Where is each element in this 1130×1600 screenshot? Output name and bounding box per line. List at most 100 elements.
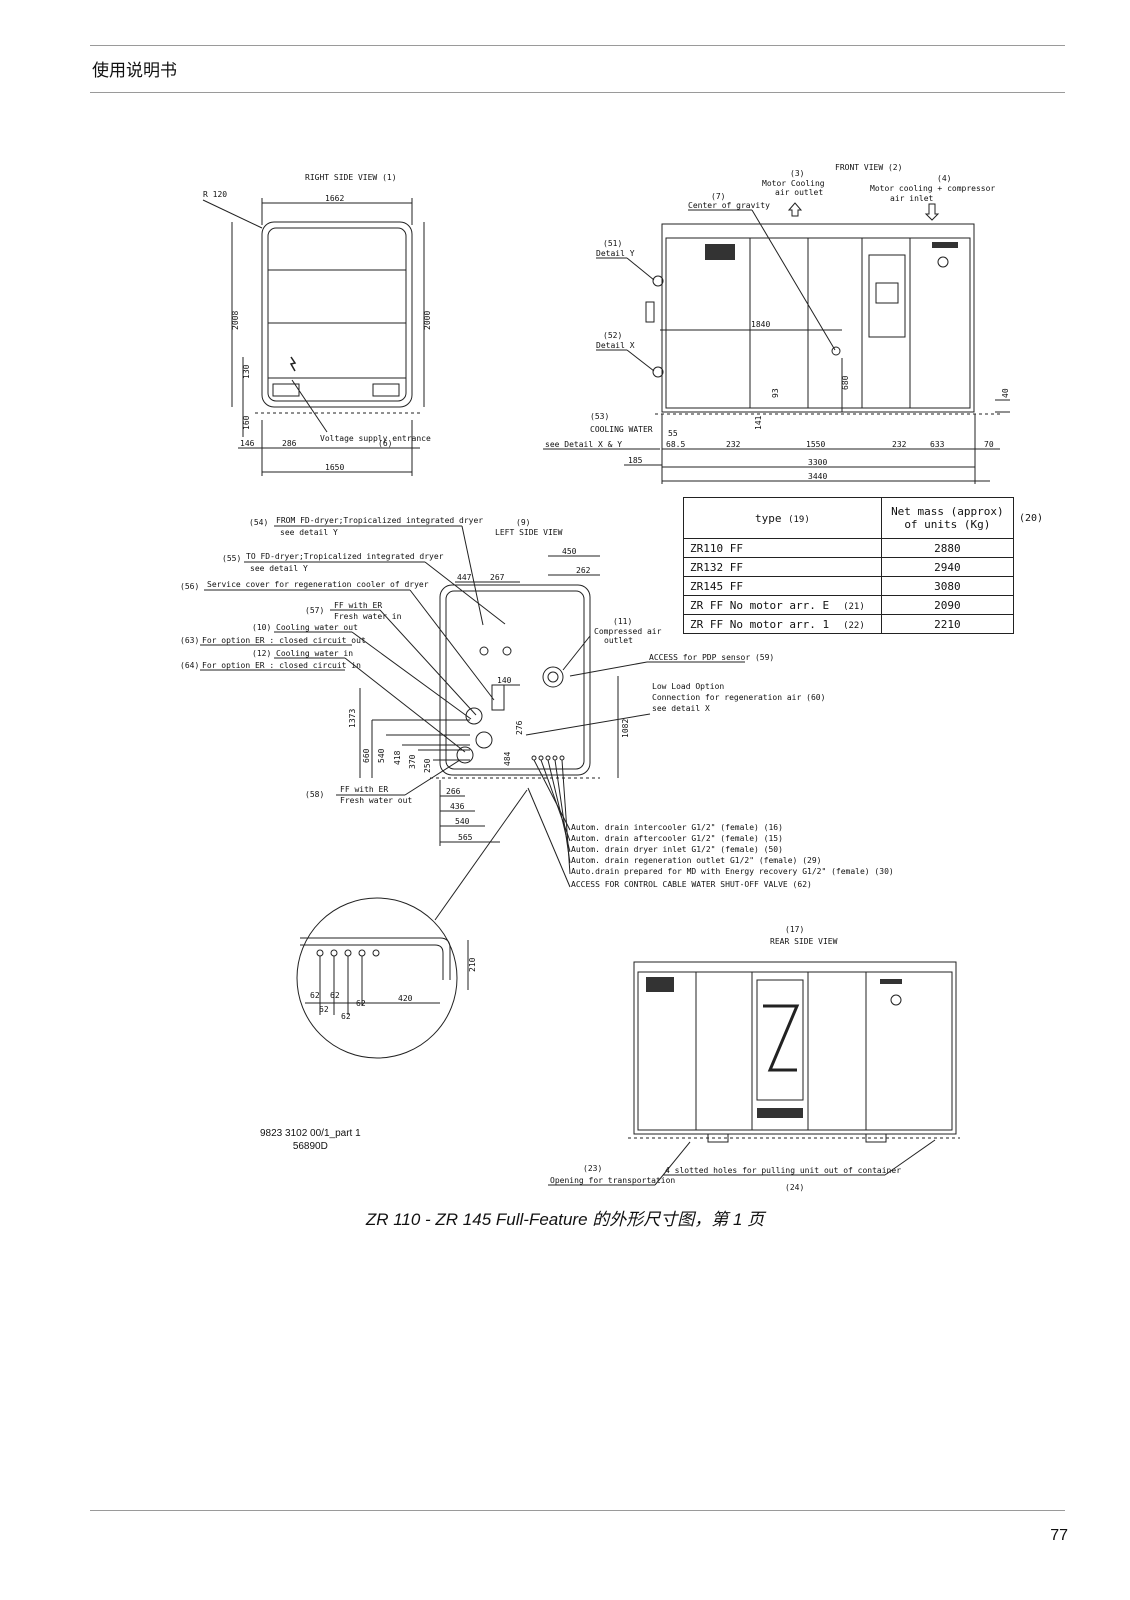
svg-text:Low Load Option: Low Load Option <box>652 682 724 691</box>
svg-text:1550: 1550 <box>806 440 825 449</box>
svg-text:FF with ER: FF with ER <box>334 601 382 610</box>
svg-text:250: 250 <box>423 758 432 773</box>
svg-text:141: 141 <box>754 415 763 430</box>
rear-view: (17) REAR SIDE VIEW (23) Opening for tra… <box>548 925 960 1192</box>
header-rule-bottom <box>90 92 1065 93</box>
svg-text:70: 70 <box>984 440 994 449</box>
svg-text:540: 540 <box>455 817 470 826</box>
svg-text:Service cover for regeneration: Service cover for regeneration cooler of… <box>207 580 429 589</box>
svg-text:40: 40 <box>1001 388 1010 398</box>
brand-logo <box>705 244 735 260</box>
svg-text:Cooling water in: Cooling water in <box>276 649 353 658</box>
svg-text:Autom. drain regeneration outl: Autom. drain regeneration outlet G1/2" (… <box>571 856 821 865</box>
svg-text:62: 62 <box>341 1012 351 1021</box>
svg-text:TO FD-dryer;Tropicalized integ: TO FD-dryer;Tropicalized integrated drye… <box>246 552 444 561</box>
svg-text:Center of gravity: Center of gravity <box>688 201 770 210</box>
svg-text:540: 540 <box>377 748 386 763</box>
right-side-view: RIGHT SIDE VIEW (1) R 120 1662 2008 2000… <box>202 173 432 476</box>
left-side-view: (9) LEFT SIDE VIEW (54) FROM FD-dryer;Tr… <box>180 516 894 889</box>
svg-text:For option ER : closed circuit: For option ER : closed circuit out <box>202 636 366 645</box>
svg-text:447: 447 <box>457 573 472 582</box>
svg-text:Autom. drain dryer inlet G1/2": Autom. drain dryer inlet G1/2" (female) … <box>571 845 783 854</box>
voltage-label: Voltage supply entrance <box>320 434 431 443</box>
svg-text:air inlet: air inlet <box>890 194 934 203</box>
header-rule-top <box>90 45 1065 46</box>
svg-text:see detail X: see detail X <box>652 704 710 713</box>
svg-text:(63): (63) <box>180 636 199 645</box>
front-view-title: FRONT VIEW (2) <box>835 163 902 172</box>
table-row: ZR FF No motor arr. 1(22)2210 <box>683 614 1015 634</box>
svg-text:(58): (58) <box>305 790 324 799</box>
svg-text:Compressed air: Compressed air <box>594 627 662 636</box>
svg-text:(11): (11) <box>613 617 632 626</box>
svg-text:262: 262 <box>576 566 591 575</box>
net-mass-table: type (19) Net mass (approx)of units (Kg)… <box>683 497 1015 634</box>
svg-text:Detail X: Detail X <box>596 341 635 350</box>
svg-text:565: 565 <box>458 833 473 842</box>
svg-text:(64): (64) <box>180 661 199 670</box>
svg-text:(53): (53) <box>590 412 609 421</box>
svg-text:COOLING WATER: COOLING WATER <box>590 425 653 434</box>
dim-130: 130 <box>242 364 251 379</box>
svg-text:140: 140 <box>497 676 512 685</box>
svg-text:62: 62 <box>319 1005 329 1014</box>
figure-caption: ZR 110 - ZR 145 Full-Feature 的外形尺寸图，第 1 … <box>365 1210 765 1229</box>
front-view: FRONT VIEW (2) (3) Motor Cooling air out… <box>543 163 1010 484</box>
svg-text:(57): (57) <box>305 606 324 615</box>
svg-text:420: 420 <box>398 994 413 1003</box>
svg-text:4 slotted holes for pulling un: 4 slotted holes for pulling unit out of … <box>665 1166 901 1175</box>
svg-text:(3): (3) <box>790 169 804 178</box>
svg-text:(10): (10) <box>252 623 271 632</box>
page-number: 77 <box>1050 1527 1068 1544</box>
svg-text:633: 633 <box>930 440 945 449</box>
svg-text:(4): (4) <box>937 174 951 183</box>
svg-text:For option ER : closed circuit: For option ER : closed circuit in <box>202 661 361 670</box>
table-row: ZR FF No motor arr. E(21)2090 <box>683 595 1015 615</box>
svg-text:FROM FD-dryer;Tropicalized int: FROM FD-dryer;Tropicalized integrated dr… <box>276 516 483 525</box>
svg-text:Autom. drain aftercooler G1/2": Autom. drain aftercooler G1/2" (female) … <box>571 834 783 843</box>
arrow-down-icon <box>924 203 940 221</box>
svg-text:267: 267 <box>490 573 505 582</box>
table-header-row: type (19) Net mass (approx)of units (Kg) <box>683 497 1015 539</box>
svg-text:see Detail X & Y: see Detail X & Y <box>545 440 622 449</box>
svg-text:1373: 1373 <box>348 709 357 728</box>
svg-text:Motor Cooling: Motor Cooling <box>762 179 825 188</box>
svg-text:Connection for regeneration ai: Connection for regeneration air (60) <box>652 693 825 702</box>
svg-text:Autom. drain intercooler G1/2": Autom. drain intercooler G1/2" (female) … <box>571 823 783 832</box>
svg-text:Fresh water in: Fresh water in <box>334 612 402 621</box>
svg-text:(51): (51) <box>603 239 622 248</box>
svg-text:REAR SIDE VIEW: REAR SIDE VIEW <box>770 937 838 946</box>
svg-text:FF with ER: FF with ER <box>340 785 388 794</box>
svg-text:450: 450 <box>562 547 577 556</box>
header-title: 使用说明书 <box>92 61 177 81</box>
dim-2000: 2000 <box>423 311 432 330</box>
svg-text:3300: 3300 <box>808 458 827 467</box>
dim-160: 160 <box>242 415 251 430</box>
svg-text:Opening for transportation: Opening for transportation <box>550 1176 675 1185</box>
svg-text:(24): (24) <box>785 1183 804 1192</box>
svg-text:62: 62 <box>310 991 320 1000</box>
svg-text:680: 680 <box>841 375 850 390</box>
svg-text:ACCESS for PDP sensor (59): ACCESS for PDP sensor (59) <box>649 653 774 662</box>
radius-label: R 120 <box>203 190 227 199</box>
detail-circle: 210 420 62 62 62 62 62 <box>296 789 528 1059</box>
svg-text:55: 55 <box>668 429 678 438</box>
svg-text:see detail Y: see detail Y <box>250 564 308 573</box>
dim-1650: 1650 <box>325 463 344 472</box>
svg-text:660: 660 <box>362 748 371 763</box>
table-ref: (20) <box>1019 513 1044 524</box>
svg-text:(52): (52) <box>603 331 622 340</box>
drawing-number: 9823 3102 00/1_part 1 56890D <box>260 1128 361 1152</box>
svg-text:210: 210 <box>468 957 477 972</box>
svg-text:(9): (9) <box>516 518 530 527</box>
dim-286: 286 <box>282 439 297 448</box>
svg-text:370: 370 <box>408 754 417 769</box>
svg-text:418: 418 <box>393 750 402 765</box>
svg-text:68.5: 68.5 <box>666 440 685 449</box>
svg-text:Cooling water out: Cooling water out <box>276 623 358 632</box>
svg-text:Auto.drain prepared for MD wit: Auto.drain prepared for MD with Energy r… <box>571 867 894 876</box>
